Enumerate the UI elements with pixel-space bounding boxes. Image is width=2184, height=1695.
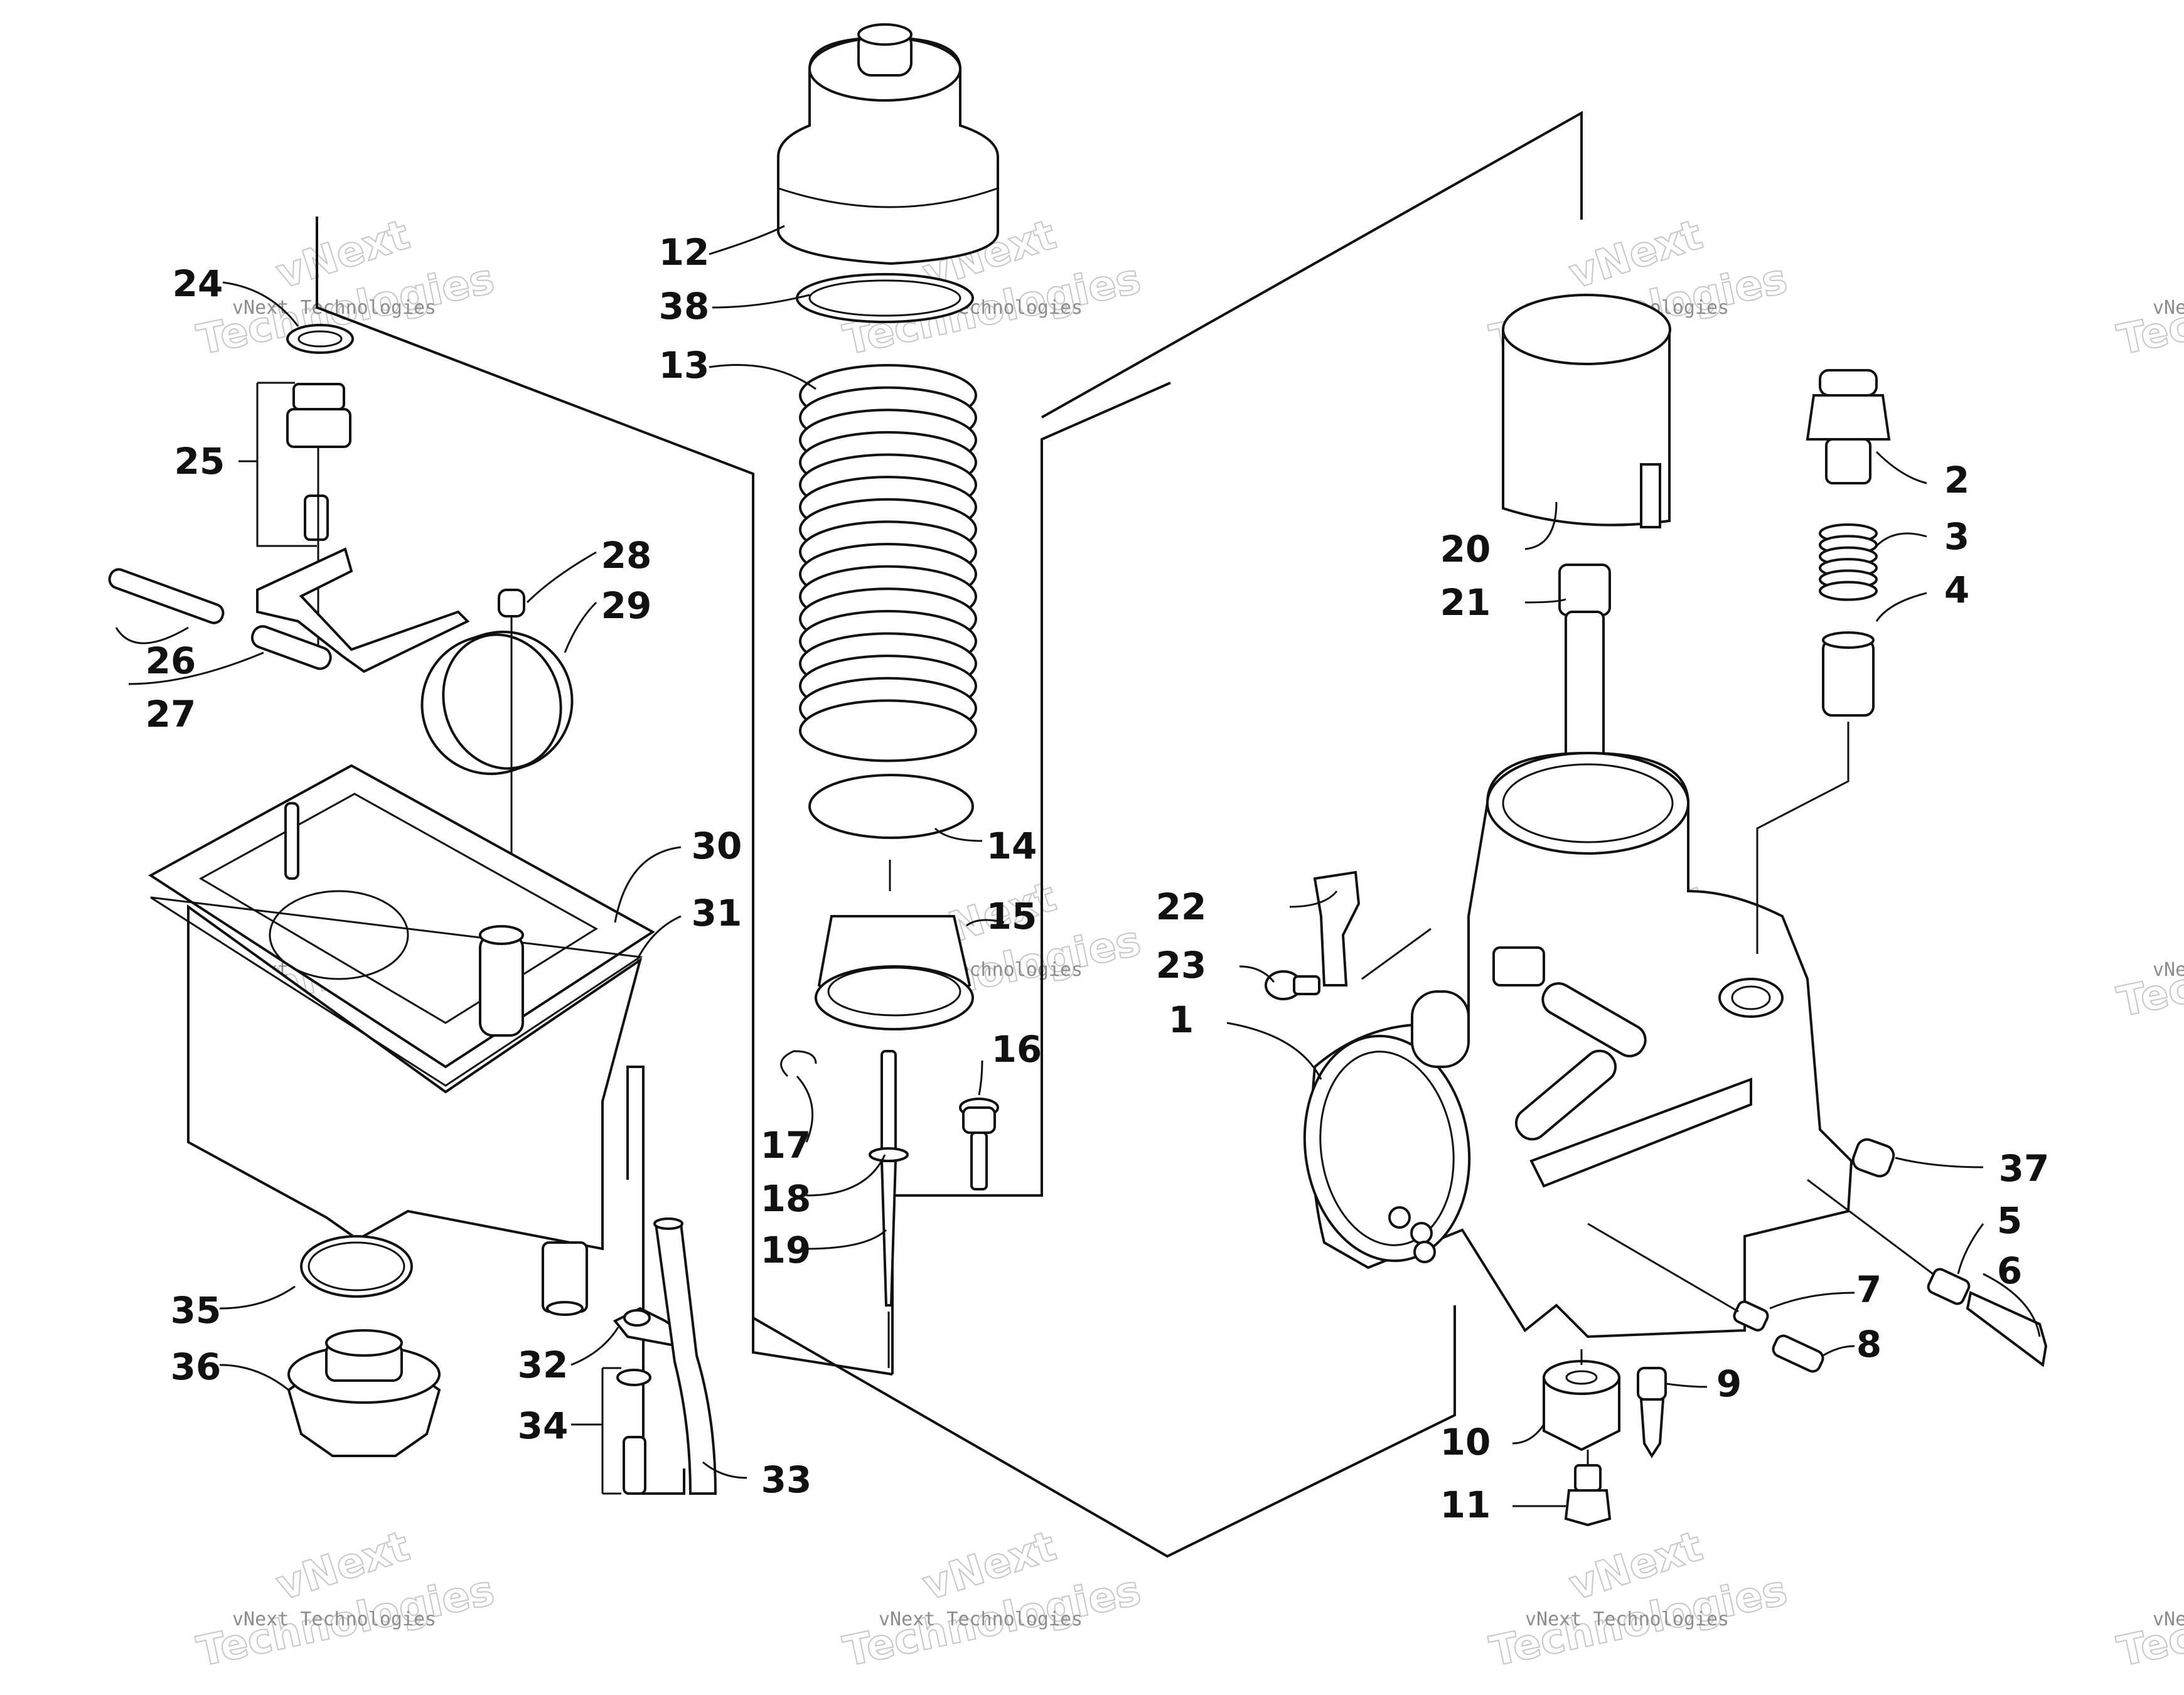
plug-36	[287, 1329, 441, 1457]
callout-27: 27	[146, 693, 196, 735]
callout-32: 32	[518, 1344, 569, 1386]
callout-38: 38	[659, 285, 710, 328]
callout-18: 18	[761, 1177, 811, 1220]
spring-coil	[799, 699, 977, 762]
carburetor-body-group	[1265, 294, 2048, 1527]
cap-12	[777, 23, 999, 265]
watermark-line1: vNext Technologies	[232, 297, 436, 319]
spring-13	[799, 364, 977, 762]
retainer-15	[815, 915, 974, 1030]
callout-28: 28	[601, 534, 652, 577]
callout-19: 19	[761, 1229, 811, 1271]
watermark-line1: vNext Technologies	[2153, 959, 2184, 981]
float-arm-27	[256, 547, 470, 673]
callout-8: 8	[1856, 1323, 1882, 1366]
hose-33	[654, 1222, 717, 1495]
float-bowl-group	[108, 324, 717, 1495]
callout-30: 30	[692, 825, 742, 867]
screw-8	[1772, 1334, 1824, 1373]
needle-valve-25	[286, 383, 351, 541]
callout-5: 5	[1997, 1199, 2022, 1242]
watermark-line1: vNext Technologies	[2153, 1608, 2184, 1630]
spring-7	[1733, 1300, 1769, 1332]
watermark-line1: vNext Technologies	[2153, 297, 2184, 319]
washer-24	[286, 324, 354, 354]
spring-coil	[1819, 580, 1878, 601]
callout-13: 13	[659, 344, 710, 387]
o-ring-35	[300, 1235, 413, 1298]
callout-26: 26	[146, 639, 196, 682]
jet-needle-19	[869, 1050, 909, 1307]
callout-20: 20	[1440, 528, 1491, 570]
callout-1: 1	[1169, 998, 1194, 1041]
callout-22: 22	[1156, 885, 1207, 928]
callout-35: 35	[171, 1289, 222, 1332]
callout-15: 15	[987, 895, 1037, 938]
callout-6: 6	[1997, 1249, 2022, 1292]
callout-29: 29	[601, 584, 652, 627]
callout-37: 37	[1999, 1147, 2050, 1190]
watermark-line1: vNext Technologies	[879, 1608, 1083, 1630]
callout-34: 34	[518, 1404, 569, 1447]
callout-7: 7	[1856, 1268, 1882, 1311]
main-jet-11	[1564, 1464, 1612, 1527]
screw-23	[1265, 970, 1320, 1000]
washer-34	[616, 1369, 651, 1386]
leader-lines	[115, 225, 2041, 1507]
callout-17: 17	[761, 1124, 811, 1167]
callout-21: 21	[1440, 581, 1491, 624]
spring-3	[1819, 523, 1878, 601]
pilot-screw-6	[1966, 1291, 2048, 1367]
lever-22	[1313, 870, 1361, 987]
callout-9: 9	[1716, 1362, 1742, 1405]
jet-9	[1637, 1367, 1667, 1458]
callout-3: 3	[1944, 515, 1969, 558]
callout-16: 16	[992, 1028, 1042, 1071]
float-bowl-31	[187, 904, 643, 1251]
spring-seat-14	[808, 774, 974, 839]
throttle-valve-20	[1502, 294, 1671, 528]
callout-24: 24	[173, 262, 223, 305]
callout-36: 36	[171, 1345, 222, 1388]
e-clip-17	[780, 1050, 817, 1077]
carburetor-body-1	[1303, 751, 1853, 1339]
pin-26	[108, 568, 225, 624]
screw-16	[959, 1098, 999, 1190]
watermark-line1: vNext Technologies	[232, 1608, 436, 1630]
plug-37	[1851, 1138, 1895, 1178]
watermark-line1: vNext Technologies	[1525, 1608, 1729, 1630]
spring-5	[1927, 1268, 1971, 1305]
jet-holder-10	[1543, 1360, 1620, 1452]
callout-23: 23	[1156, 944, 1207, 987]
callout-2: 2	[1944, 459, 1969, 501]
pin-28	[498, 589, 525, 618]
callout-25: 25	[174, 440, 225, 483]
callout-31: 31	[692, 892, 742, 934]
callout-labels: 1 2 3 4 5 6 7 8 9 10 11 12 13 14 15 16 1…	[146, 231, 2050, 1526]
screw-34	[623, 1436, 646, 1495]
plunger-4	[1822, 631, 1875, 717]
callout-14: 14	[987, 825, 1037, 867]
callout-12: 12	[659, 231, 710, 274]
callout-33: 33	[761, 1458, 812, 1501]
throttle-valve-group	[777, 23, 999, 1368]
callout-10: 10	[1440, 1421, 1491, 1463]
plunger-nut-2	[1806, 369, 1891, 484]
callout-4: 4	[1944, 569, 1969, 611]
callout-11: 11	[1440, 1484, 1491, 1526]
